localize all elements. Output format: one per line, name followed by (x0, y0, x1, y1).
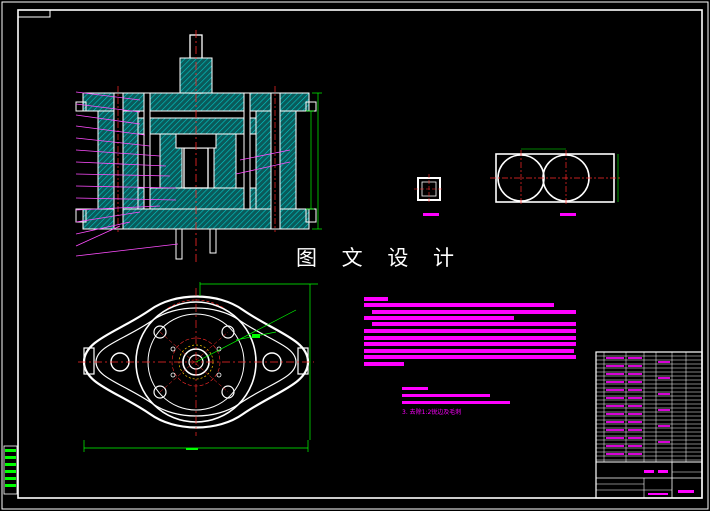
plan-view (78, 282, 318, 452)
watermark-text: 图 文 设 计 (296, 246, 464, 270)
technical-requirements (364, 297, 576, 404)
title-block (595, 351, 703, 499)
left-binding-strip (3, 445, 18, 495)
small-part-view (414, 174, 444, 216)
section-view (75, 30, 322, 262)
tech-note-item: 3. 去除1:2锐边及毛刺 (402, 409, 462, 416)
blank-layout-view (490, 148, 620, 216)
